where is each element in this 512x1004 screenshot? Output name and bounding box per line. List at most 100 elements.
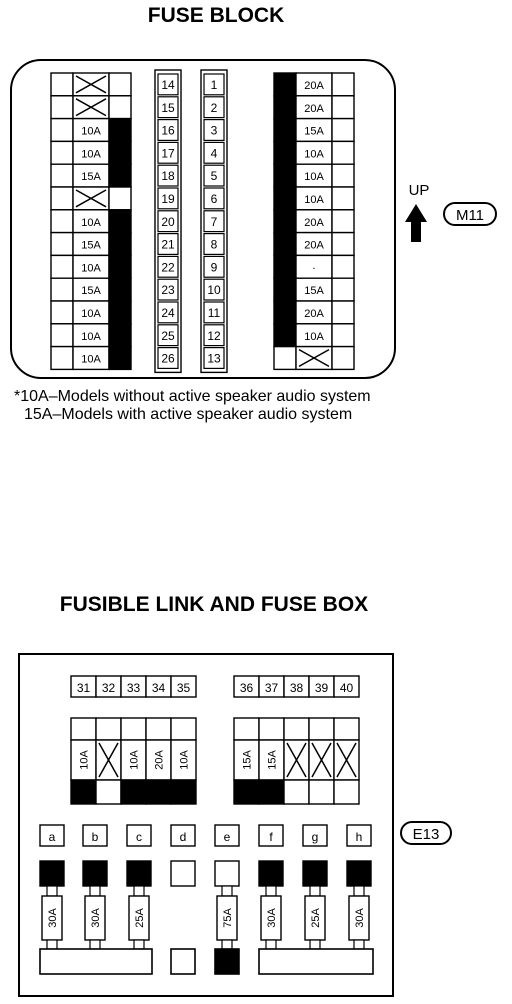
fuse-rating: 15A <box>267 750 279 770</box>
fuse-slot-number: 33 <box>127 681 141 695</box>
fuse-note-line-1: *10A–Models without active speaker audio… <box>14 388 371 405</box>
fusible-link-c: c 25A <box>126 824 152 950</box>
fuse-rating: 10A <box>81 126 101 138</box>
fusible-link-box-title: FUSIBLE LINK AND FUSE BOX <box>60 593 368 616</box>
fuse-rating: 10A <box>81 148 101 160</box>
fuse-right-8: 20A <box>273 231 355 257</box>
bus-bar-right <box>258 948 374 975</box>
fuse-right-9: · <box>273 254 355 279</box>
fuse-right-7: 20A <box>273 209 355 234</box>
fuse-rating: 10A <box>81 217 101 229</box>
blown-fuse-icon <box>311 742 332 778</box>
connector-m11: M11 <box>443 202 497 226</box>
fuse-right-6: 10A <box>273 186 355 211</box>
mini-fuse: 10A <box>170 717 197 805</box>
blown-fuse-icon <box>75 98 107 117</box>
fuse-slot-number: 31 <box>77 681 91 695</box>
fuse-right-11: 20A <box>273 300 355 325</box>
terminal-d-bottom <box>170 948 196 975</box>
fuse-right-12: 10A <box>273 323 355 348</box>
fusible-link-rating: 25A <box>310 908 322 928</box>
fuse-rating: 10A <box>81 354 101 366</box>
fuse-rating: 20A <box>154 750 166 770</box>
fuse-slot-number: 16 <box>161 124 175 138</box>
fuse-right-3: 15A <box>273 117 355 143</box>
fuse-rating: 20A <box>304 80 324 92</box>
fuse-left-3: 10A <box>50 117 132 143</box>
mini-fuse: 20A <box>145 717 172 805</box>
fuse-rating: 10A <box>304 171 324 183</box>
mini-fuse <box>95 717 122 805</box>
fuse-rating: 20A <box>304 217 324 229</box>
fuse-left-8: 15A <box>50 231 132 257</box>
fuse-right-13 <box>273 345 355 371</box>
fuse-left-9: 10A <box>50 254 132 279</box>
fuse-right-2: 20A <box>273 95 355 120</box>
mini-fuse <box>283 717 310 805</box>
fuse-rating: 15A <box>81 285 101 297</box>
fusible-link-letter: c <box>136 830 142 844</box>
fuse-block-outline <box>10 59 396 379</box>
fuse-slot-number: 36 <box>240 681 254 695</box>
fusible-link-letter: d <box>180 830 187 844</box>
connector-m11-label: M11 <box>456 207 484 224</box>
fuse-right-5: 10A <box>273 163 355 188</box>
fuse-rating: 20A <box>304 103 324 115</box>
fuse-slot-number: 26 <box>161 352 175 366</box>
fuse-slot-number: 12 <box>207 329 221 343</box>
fusible-link-letter: a <box>49 830 56 844</box>
blown-fuse-icon <box>286 742 307 778</box>
connector-e13-label: E13 <box>413 826 440 843</box>
fuse-rating: · <box>312 262 316 274</box>
fuse-rating: 15A <box>81 171 101 183</box>
fuse-rating: 10A <box>81 331 101 343</box>
mini-fuse: 10A <box>70 717 97 805</box>
mini-fuse: 15A <box>233 717 260 805</box>
fuse-rating: 10A <box>304 194 324 206</box>
fuse-slot-number: 38 <box>290 681 304 695</box>
fuse-slot-number: 39 <box>315 681 329 695</box>
fusible-link-rating: 75A <box>222 908 234 928</box>
terminal-e-bottom <box>214 948 240 975</box>
mini-fuse <box>333 717 360 805</box>
fuse-left-13: 10A <box>50 345 132 371</box>
fuse-right-10: 15A <box>273 277 355 302</box>
fuse-rating: 15A <box>304 285 324 297</box>
fuse-slot-number: 34 <box>152 681 166 695</box>
mini-fuse: 15A <box>258 717 285 805</box>
fuse-slot-number: 23 <box>161 283 175 297</box>
fuse-slot-number: 14 <box>161 78 175 92</box>
fuse-slot-number: 35 <box>177 681 191 695</box>
fusible-link-box-outline <box>18 653 394 997</box>
fuse-left-1 <box>50 72 132 97</box>
fuse-box-fuses-right: 15A 15A <box>233 717 360 805</box>
fuse-slot-number: 13 <box>207 352 221 366</box>
blown-fuse-icon <box>98 742 119 778</box>
fusible-link-rating: 30A <box>354 908 366 928</box>
fuse-rating: 10A <box>81 262 101 274</box>
fuse-rating: 10A <box>304 331 324 343</box>
fuse-slot-number: 18 <box>161 169 175 183</box>
mini-fuse: 10A <box>120 717 147 805</box>
fuse-slot-number: 7 <box>211 215 218 229</box>
fuse-slot-number: 10 <box>207 283 221 297</box>
fuse-box-fuses-left: 10A 10A 20A 10A <box>70 717 197 805</box>
fuse-slot-number: 17 <box>161 146 175 160</box>
fusible-link-rating: 30A <box>266 908 278 928</box>
fuse-rating: 10A <box>79 750 91 770</box>
fuse-left-11: 10A <box>50 300 132 325</box>
fuse-rating: 20A <box>304 308 324 320</box>
fusible-link-letter: e <box>224 830 231 844</box>
fusible-link-rating: 25A <box>134 908 146 928</box>
fuse-left-7: 10A <box>50 209 132 234</box>
fuse-slot-number: 25 <box>161 329 175 343</box>
bus-bar-left <box>39 948 153 975</box>
